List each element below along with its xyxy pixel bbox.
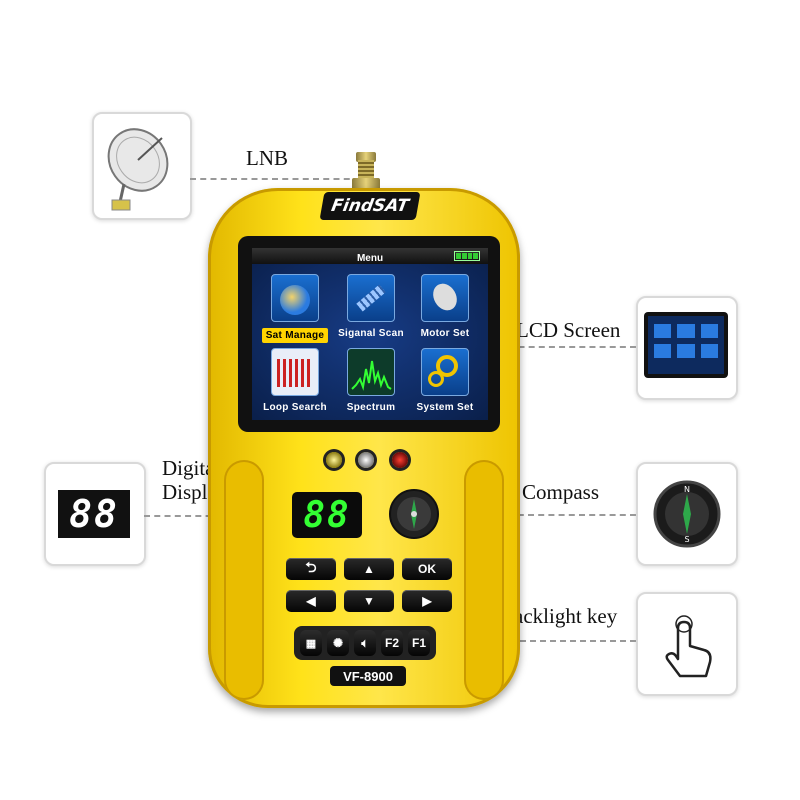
menu-item-sat-manage[interactable]: Sat Manage (260, 274, 330, 343)
lcd-screen: Menu Sat Manage Siganal Scan Motor Set (252, 248, 488, 420)
menu-item-system-set[interactable]: System Set (410, 348, 480, 413)
arrow-down-icon: ▼ (363, 594, 375, 608)
gears-icon (421, 348, 469, 396)
menu-item-signal-scan[interactable]: Siganal Scan (336, 274, 406, 339)
digital-display: 88 (292, 492, 362, 538)
compass-callout-box: N S (636, 462, 738, 566)
menu-title-bar: Menu (252, 248, 488, 264)
down-button[interactable]: ▼ (344, 590, 394, 612)
lcd-label: LCD Screen (516, 318, 621, 342)
compass-icon: N S (653, 480, 721, 548)
satellite-dish-icon (107, 128, 169, 211)
right-button[interactable]: ▶ (402, 590, 452, 612)
right-grip (464, 460, 504, 700)
segment-display-icon: 88 (58, 490, 130, 538)
arrow-up-icon: ▲ (363, 562, 375, 576)
spectrum-icon (347, 348, 395, 396)
touch-hand-icon (665, 615, 712, 678)
speaker-icon: 🔈︎ (361, 635, 369, 650)
brand-logo: FindSAT (319, 192, 421, 220)
lcd-leader-line (478, 346, 636, 348)
bar-levels-icon (271, 348, 319, 396)
menu-title: Menu (356, 253, 384, 264)
led-right (392, 452, 408, 468)
left-button[interactable]: ◀ (286, 590, 336, 612)
model-label: VF-8900 (330, 666, 406, 686)
volume-button[interactable]: 🔈︎ (354, 630, 376, 656)
compass-label: Compass (522, 480, 600, 504)
arrow-left-icon: ◀ (306, 594, 316, 608)
up-button[interactable]: ▲ (344, 558, 394, 580)
lnb-callout-box (92, 112, 192, 220)
dish-motor-icon (421, 274, 469, 322)
return-icon: ⮌ (305, 559, 317, 575)
f1-button[interactable]: F1 (408, 630, 430, 656)
digital-callout-box: 88 (44, 462, 146, 566)
screen-bezel: Menu Sat Manage Siganal Scan Motor Set (238, 236, 500, 432)
backlight-button[interactable]: ✺ (327, 630, 349, 656)
svg-text:S: S (684, 535, 689, 544)
backlight-leader-line (420, 640, 636, 642)
arrow-right-icon: ▶ (422, 594, 432, 608)
lnb-label: LNB (246, 146, 288, 170)
digital-display-value: 88 (303, 494, 351, 536)
menu-item-motor-set[interactable]: Motor Set (410, 274, 480, 339)
device-compass (389, 489, 439, 539)
keyboard-icon: ▦ (305, 637, 317, 650)
back-button[interactable]: ⮌ (286, 558, 336, 580)
left-grip (224, 460, 264, 700)
led-middle (358, 452, 374, 468)
led-left (326, 452, 342, 468)
light-bulb-icon: ✺ (332, 636, 344, 650)
menu-item-loop-search[interactable]: Loop Search (260, 348, 330, 413)
menu-item-spectrum[interactable]: Spectrum (336, 348, 406, 413)
backlight-callout-box (636, 592, 738, 696)
lcd-callout-box (636, 296, 738, 400)
globe-satellite-icon (271, 274, 319, 322)
brand-text: FindSAT (329, 196, 411, 216)
svg-text:N: N (684, 485, 690, 494)
compass-leader-line (426, 514, 636, 516)
lnb-leader-line (190, 178, 360, 180)
keyboard-button[interactable]: ▦ (300, 630, 322, 656)
f2-button[interactable]: F2 (381, 630, 403, 656)
battery-icon (454, 251, 480, 261)
satellite-icon (347, 274, 395, 322)
ok-button[interactable]: OK (402, 558, 452, 580)
